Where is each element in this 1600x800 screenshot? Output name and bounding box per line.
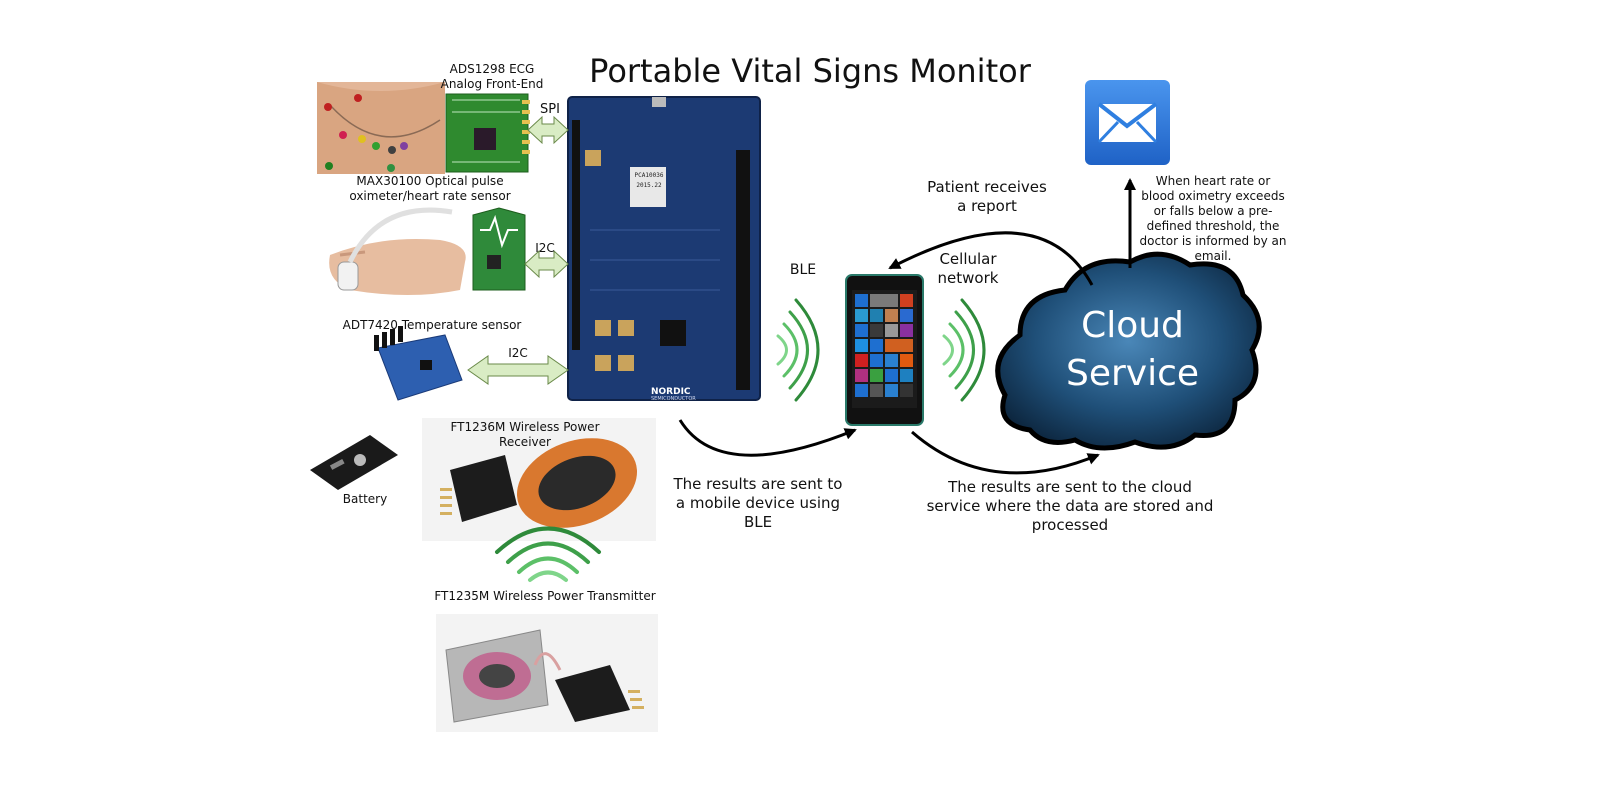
battery-label: Battery xyxy=(342,492,388,506)
ecg-board-image xyxy=(445,93,530,173)
board-id-text: 2015.22 xyxy=(636,182,662,189)
pulse-board-image xyxy=(472,207,526,291)
ecg-label: ADS1298 ECG Analog Front-End xyxy=(440,62,544,91)
diagram-title: Portable Vital Signs Monitor xyxy=(589,52,1031,90)
temperature-board-image xyxy=(374,326,463,401)
receiver-label: FT1236M Wireless Power Receiver xyxy=(450,420,600,449)
wireless-power-waves xyxy=(495,526,601,582)
i2c-pulse-double-arrow xyxy=(524,249,569,279)
chest-ecg-image xyxy=(317,82,445,174)
to-mobile-caption: The results are sent to a mobile device … xyxy=(673,475,843,531)
cloud-service-label: Cloud Service xyxy=(1065,305,1200,394)
transmitter-label: FT1235M Wireless Power Transmitter xyxy=(434,589,656,603)
arrow-phone-to-cloud xyxy=(911,430,1100,475)
cloud-service-shape xyxy=(995,251,1262,451)
i2c-pulse-label: I2C xyxy=(535,241,555,255)
temperature-sensor-label: ADT7420 Temperature sensor xyxy=(342,318,522,332)
patient-report-label: Patient receives a report xyxy=(927,178,1047,215)
flow-arrows xyxy=(678,178,1136,475)
receiver-image xyxy=(422,418,656,541)
mail-icon xyxy=(1085,80,1170,165)
board-brand-text: NORDIC xyxy=(651,387,691,397)
email-threshold-note: When heart rate or blood oximetry exceed… xyxy=(1139,174,1287,263)
i2c-temp-label: I2C xyxy=(508,346,528,360)
spi-double-arrow xyxy=(527,115,569,145)
board-model-text: PCA10036 xyxy=(634,172,664,179)
arrow-board-to-phone xyxy=(678,419,857,457)
cellular-network-label: Cellular network xyxy=(937,250,999,287)
ble-waves xyxy=(776,298,820,402)
ble-label: BLE xyxy=(789,262,817,278)
spi-label: SPI xyxy=(540,102,560,117)
mobile-phone xyxy=(845,274,924,426)
battery-image xyxy=(310,435,398,490)
hand-pulse-image xyxy=(329,207,466,295)
cellular-waves xyxy=(942,298,986,402)
i2c-temp-double-arrow xyxy=(467,355,569,385)
board-brand-sub-text: SEMICONDUCTOR xyxy=(651,396,696,402)
nordic-dev-board xyxy=(567,96,761,401)
transmitter-image xyxy=(436,614,658,732)
pulse-sensor-label: MAX30100 Optical pulse oximeter/heart ra… xyxy=(349,174,511,203)
arrow-cloud-to-phone-report xyxy=(888,231,1094,286)
to-cloud-caption: The results are sent to the cloud servic… xyxy=(926,478,1214,534)
